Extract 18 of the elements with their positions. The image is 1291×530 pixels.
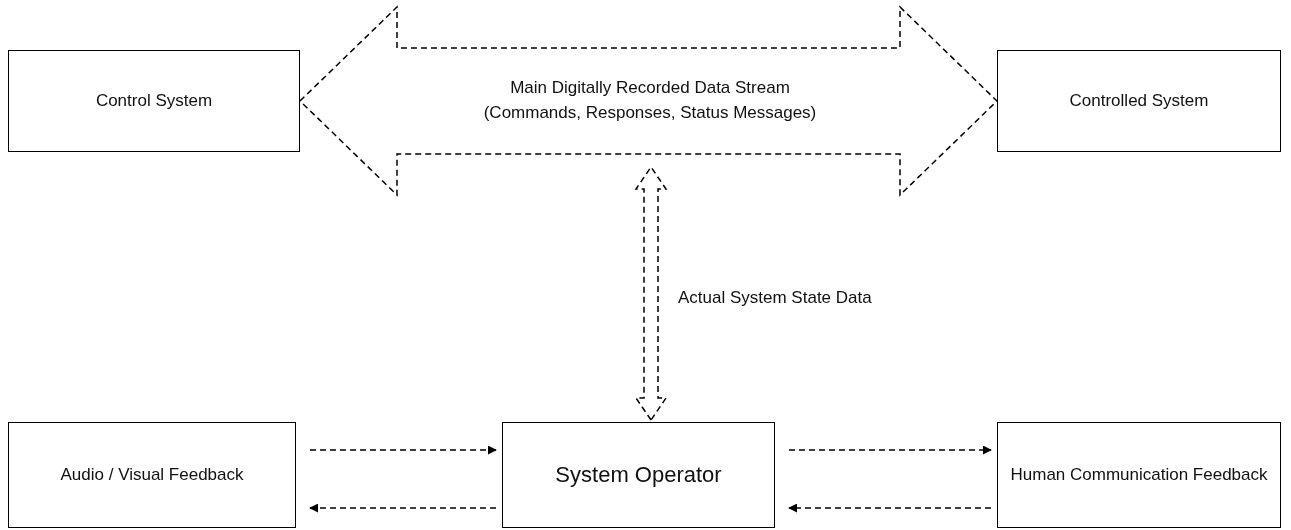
arrow [788, 445, 992, 455]
box-label: Controlled System [1069, 89, 1209, 112]
arrow [309, 503, 497, 513]
block-arrow [298, 5, 999, 197]
arrow [788, 503, 992, 513]
box-label: Control System [95, 89, 213, 112]
box-label: Audio / Visual Feedback [60, 463, 244, 486]
box-label: Human Communication Feedback [1010, 463, 1268, 486]
edge-label: Main Digitally Recorded Data Stream (Commands, Responses, Status Messages) [482, 77, 818, 124]
block-arrow [634, 165, 668, 422]
edge-label: Actual System State Data [678, 286, 872, 309]
box-label: System Operator [555, 461, 722, 490]
arrow [309, 445, 497, 455]
process-box [8, 50, 300, 152]
process-box [502, 422, 775, 528]
process-box [8, 422, 296, 528]
process-box [997, 50, 1281, 152]
process-box [997, 422, 1281, 528]
